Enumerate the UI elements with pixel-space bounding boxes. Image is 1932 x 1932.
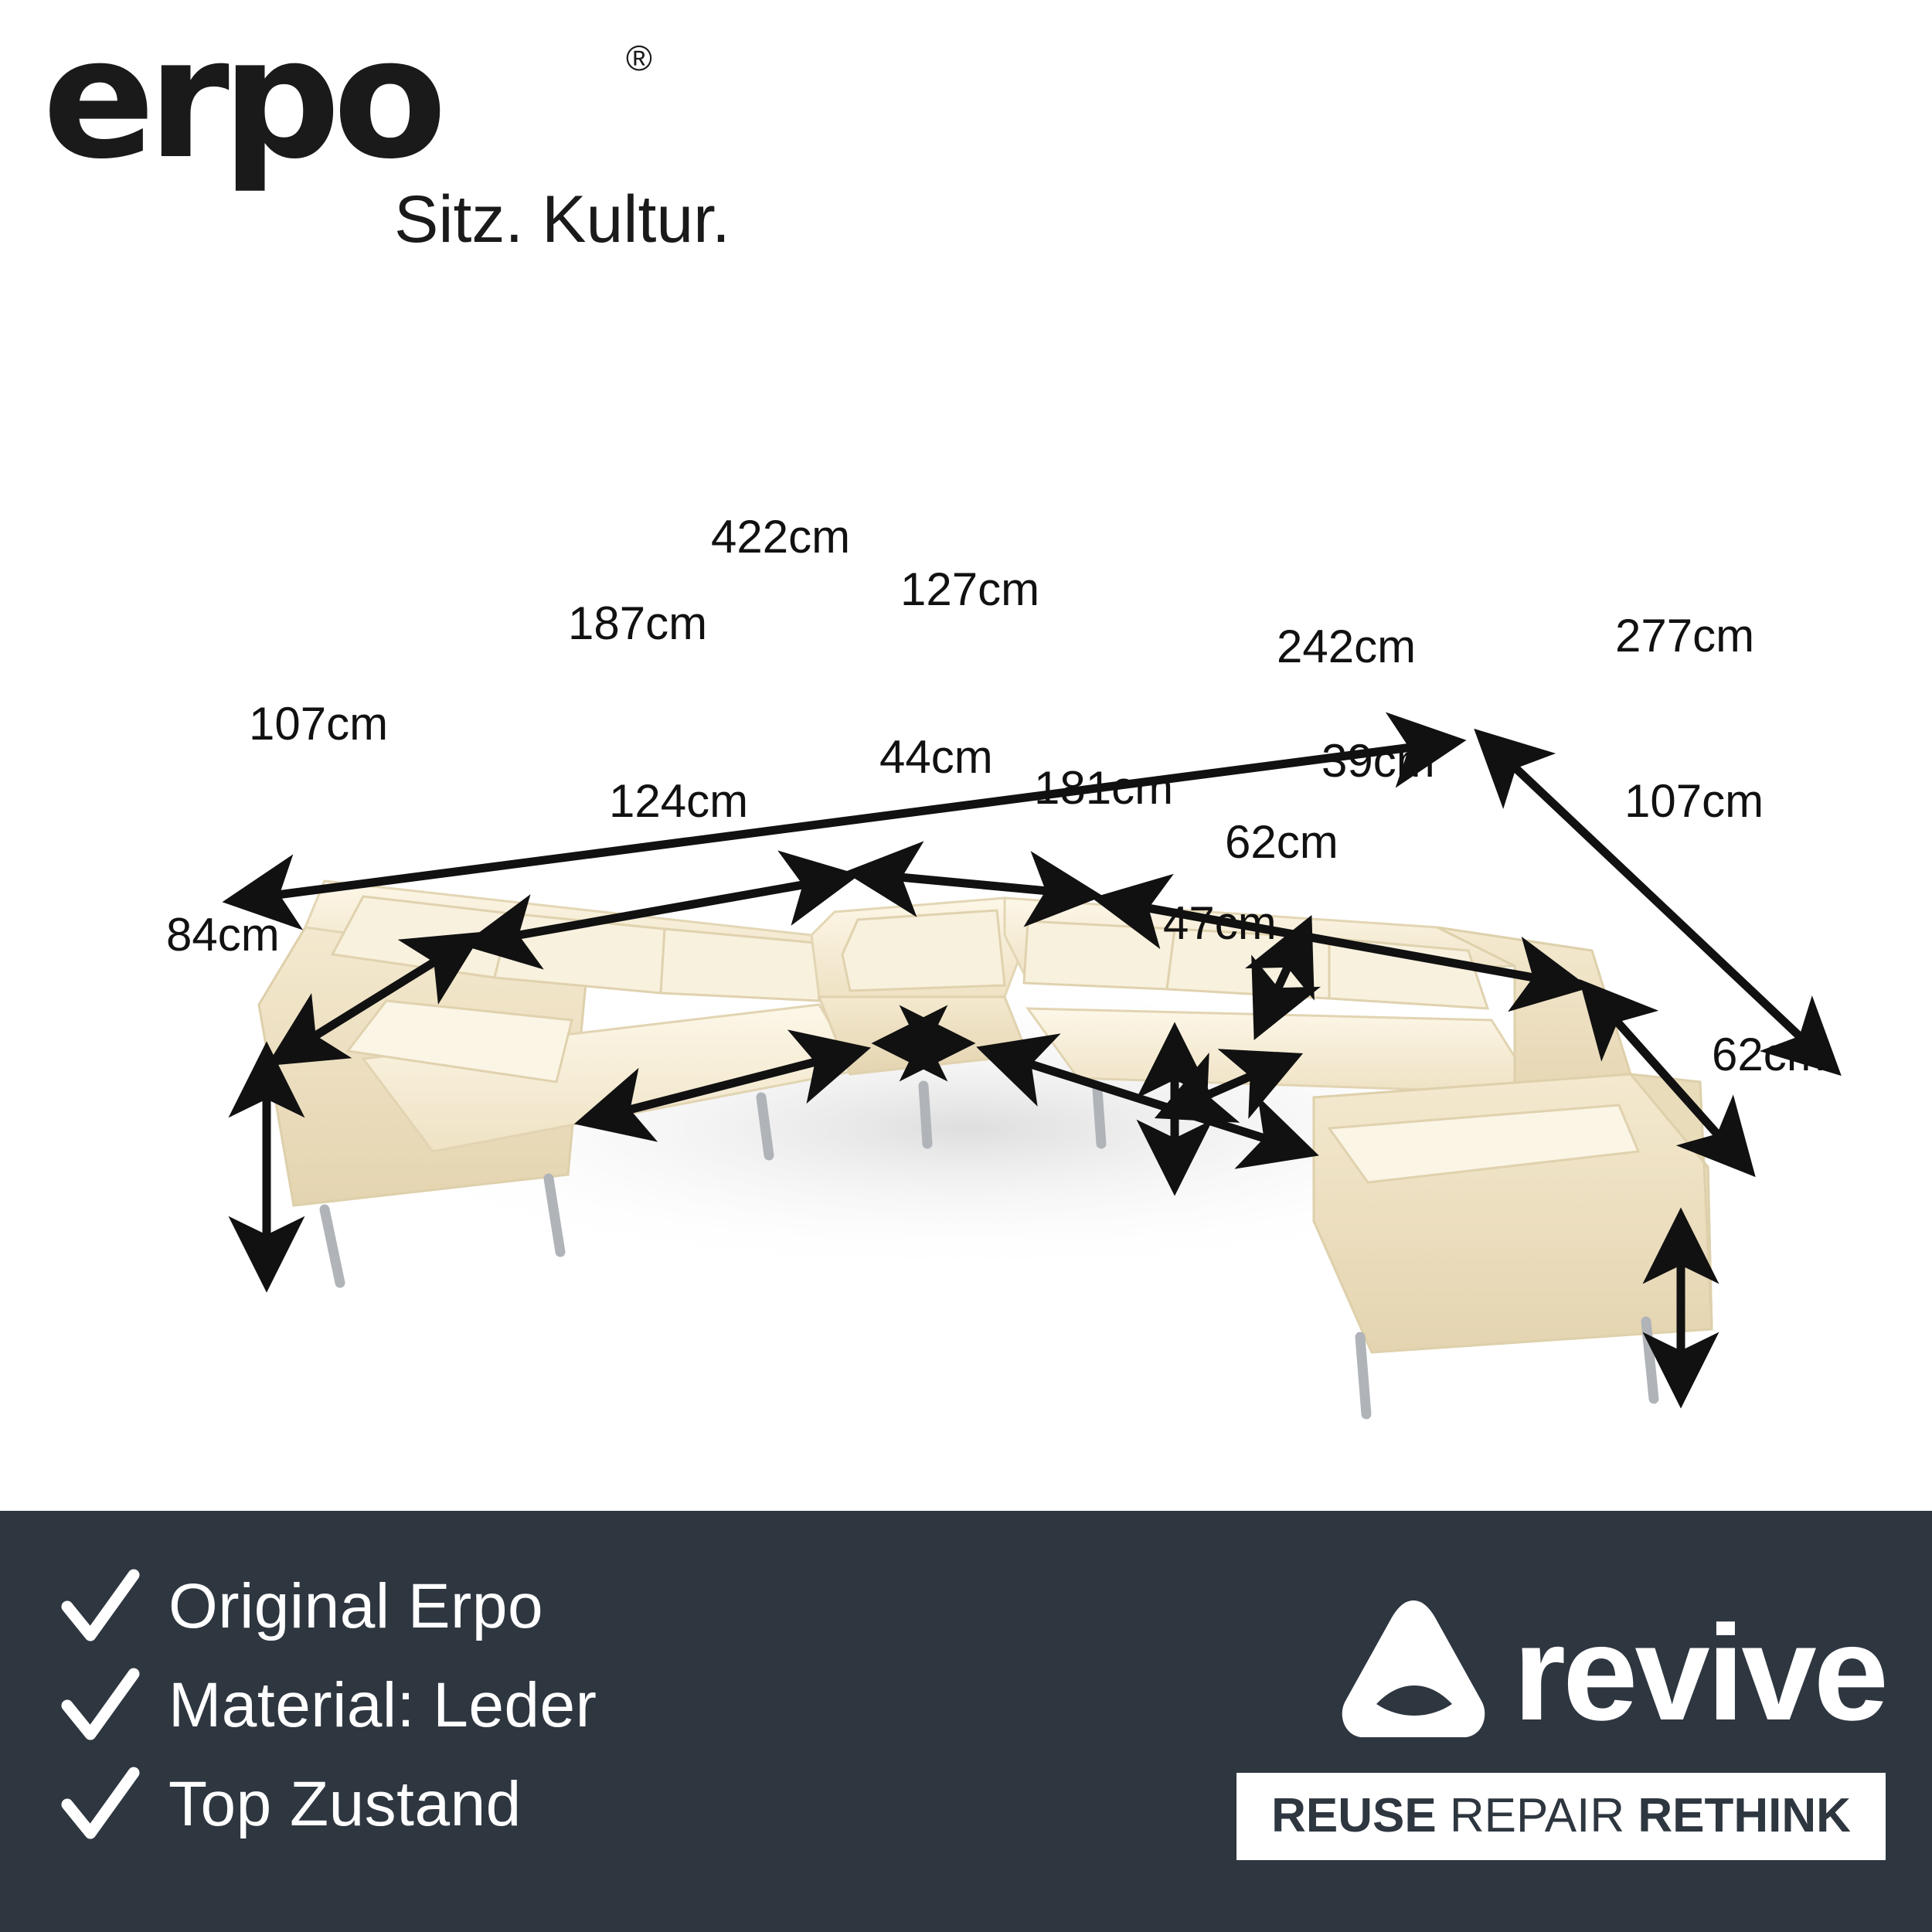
dimension-label-total-height: 84cm (166, 909, 280, 961)
check-icon (54, 1560, 147, 1653)
dimension-label-right-back-length: 242cm (1277, 621, 1417, 672)
dimension-label-corner-front: 127cm (900, 563, 1040, 615)
dimension-label-arm-height: 62cm (1712, 1029, 1825, 1080)
dimension-label-right-depth-diagonal: 277cm (1615, 610, 1755, 662)
footer-bar: Original Erpo Material: Leder Top Zustan… (0, 1511, 1932, 1932)
dimension-label-total-width-top: 422cm (711, 511, 851, 563)
dimension-label-seat-height: 47cm (1163, 897, 1277, 949)
check-icon (54, 1659, 147, 1752)
revive-logo: revive REUSE REPAIR RETHINK (1236, 1584, 1889, 1860)
revive-mark-icon (1330, 1588, 1496, 1758)
registered-trademark-icon: ® (626, 38, 652, 78)
feature-list: Original Erpo Material: Leder Top Zustan… (54, 1557, 597, 1854)
dimension-label-left-back-length: 187cm (568, 597, 708, 649)
dimension-label-seat-inner-left: 124cm (609, 775, 749, 827)
revive-wordmark: revive (1512, 1597, 1889, 1749)
sofa-illustration (222, 712, 1842, 1420)
feature-label: Material: Leder (168, 1670, 597, 1740)
feature-label: Top Zustand (168, 1769, 522, 1839)
tagline-reuse: REUSE (1271, 1789, 1437, 1842)
dimension-label-seat-diagonal: 62cm (1225, 816, 1338, 868)
feature-item: Material: Leder (54, 1656, 597, 1755)
revive-tagline: REUSE REPAIR RETHINK (1236, 1773, 1886, 1860)
brand-logo: erpo ® Sitz. Kultur. (43, 2, 738, 257)
dimension-label-corner-seat-width: 44cm (879, 731, 993, 783)
feature-item: Original Erpo (54, 1557, 597, 1656)
check-icon (54, 1758, 147, 1851)
brand-tagline: Sitz. Kultur. (394, 182, 730, 257)
tagline-repair: REPAIR (1449, 1789, 1625, 1842)
tagline-rethink: RETHINK (1638, 1789, 1851, 1842)
dimension-label-seat-depth: 39cm (1321, 735, 1435, 787)
brand-logo-wordmark: erpo (43, 2, 447, 196)
product-diagram: 422cm 187cm 127cm 277cm 107cm 242cm 107c… (0, 255, 1932, 1468)
dimension-label-seat-inner-right: 181cm (1034, 762, 1174, 814)
feature-item: Top Zustand (54, 1755, 597, 1854)
feature-label: Original Erpo (168, 1571, 544, 1641)
dimension-arrows (222, 712, 1842, 1409)
dimension-label-left-arm-depth: 107cm (249, 698, 389, 750)
dimension-label-right-arm-depth: 107cm (1624, 775, 1764, 827)
